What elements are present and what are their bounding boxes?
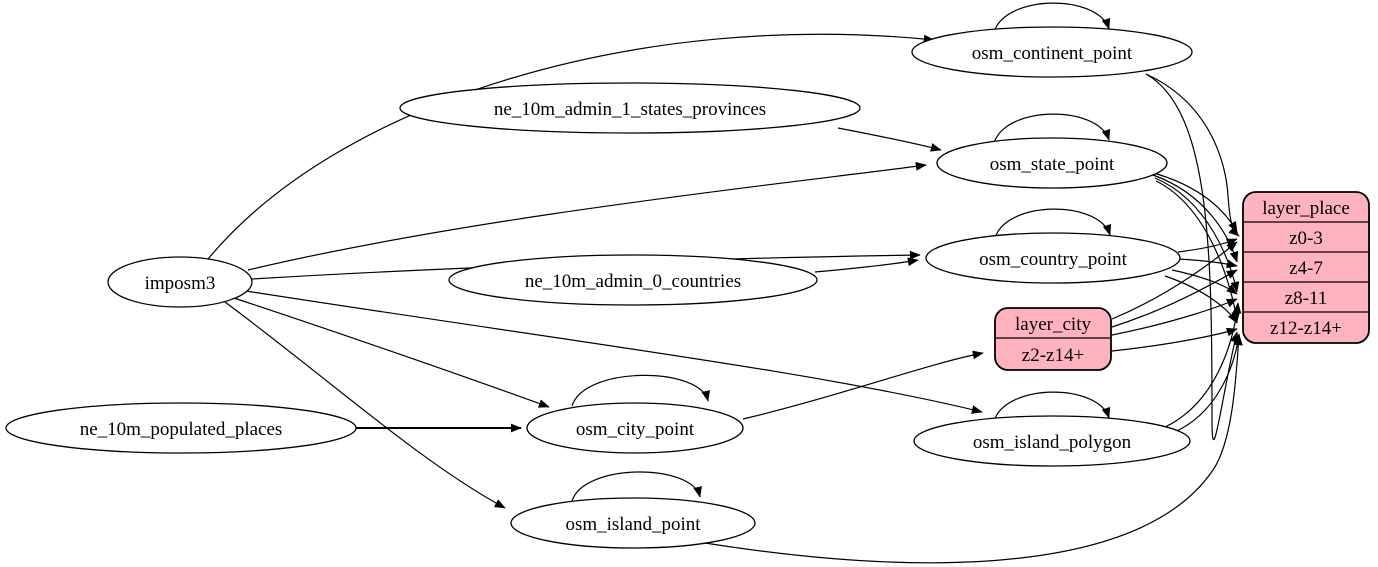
node-ne_10m_admin_1_states_provinces: ne_10m_admin_1_states_provinces — [399, 82, 861, 134]
selfloop-osm_state_point — [993, 113, 1111, 144]
edge-imposm3-osm_continent_point — [207, 33, 935, 260]
node-osm_state_point-shape — [936, 137, 1168, 189]
selfloop-osm_island_point — [571, 471, 702, 502]
node-osm_city_point-shape — [526, 402, 744, 454]
edge-imposm3-osm_state_point — [247, 162, 927, 271]
node-osm_country_point-shape — [925, 232, 1181, 284]
node-ne_10m_populated_places: ne_10m_populated_places — [5, 402, 357, 454]
node-osm_island_polygon-label: osm_island_polygon — [973, 432, 1132, 453]
selfloop-osm_continent_point — [993, 2, 1111, 33]
record-layer_place-title: layer_place — [1262, 198, 1350, 219]
node-osm_island_polygon: osm_island_polygon — [913, 415, 1191, 467]
selfloop-osm_country_point — [994, 208, 1112, 239]
record-layer_place-row-z8-11: z8-11 — [1285, 288, 1328, 309]
edge-osm_island_point-layer_place-z12-z14 — [704, 334, 1243, 564]
record-layer_city: layer_city z2-z14+ — [994, 307, 1112, 371]
record-layer_place-row-z12-z14: z12-z14+ — [1270, 318, 1342, 339]
node-osm_city_point-label: osm_city_point — [576, 419, 695, 440]
edge-group — [207, 2, 1243, 564]
node-ne_10m_populated_places-label: ne_10m_populated_places — [80, 419, 283, 440]
edge-osm_city_point-layer_city-z2-z14 — [742, 350, 984, 420]
node-osm_island_polygon-shape — [913, 415, 1191, 467]
node-ne_10m_admin_0_countries-label: ne_10m_admin_0_countries — [525, 271, 741, 292]
node-ne_10m_admin_1_states_provinces-shape — [399, 82, 861, 134]
edge-osm_island_polygon-layer_place-z8-11 — [1162, 302, 1242, 429]
record-layer_city-row-z2-z14: z2-z14+ — [1022, 345, 1084, 366]
node-osm_island_point-shape — [510, 497, 756, 549]
node-imposm3-shape — [107, 256, 253, 308]
node-osm_continent_point-shape — [911, 26, 1193, 78]
node-imposm3-label: imposm3 — [145, 273, 216, 294]
edge-osm_state_point-layer_place-z4-7 — [1152, 174, 1239, 263]
selfloop-osm_island_polygon — [993, 391, 1111, 422]
node-osm_country_point: osm_country_point — [925, 232, 1181, 284]
edge-imposm3-osm_city_point — [233, 297, 550, 408]
node-osm_continent_point: osm_continent_point — [911, 26, 1193, 78]
edge-imposm3-osm_island_point — [224, 301, 506, 509]
edge-layer_city-layer_place-z4-7 — [1111, 269, 1238, 328]
edge-ne_10m_admin_1_states_provinces-osm_state_point — [837, 127, 942, 152]
record-layer_city-box — [994, 307, 1112, 371]
record-layer_city-title: layer_city — [1015, 314, 1091, 335]
edge-osm_country_point-layer_place-z12-z14 — [1164, 275, 1238, 324]
record-layer_place-row-z4-7: z4-7 — [1289, 258, 1323, 279]
record-layer_place: layer_place z0-3 z4-7 z8-11 z12-z14+ — [1242, 191, 1370, 344]
record-layer_place-row-z0-3: z0-3 — [1289, 228, 1323, 249]
node-imposm3: imposm3 — [107, 256, 253, 308]
node-osm_state_point-label: osm_state_point — [990, 154, 1115, 175]
edge-osm_country_point-layer_place-z0-3 — [1177, 238, 1238, 253]
node-osm_city_point: osm_city_point — [526, 402, 744, 454]
node-osm_island_point: osm_island_point — [510, 497, 756, 549]
edge-layer_city-layer_place-z12-z14-b — [1111, 327, 1238, 352]
edge-imposm3-osm_island_polygon — [245, 290, 983, 414]
edge-osm_island_polygon-layer_place-z12-z14 — [1171, 333, 1243, 434]
node-osm_state_point: osm_state_point — [936, 137, 1168, 189]
node-osm_country_point-label: osm_country_point — [979, 249, 1127, 270]
edge-layer_city-layer_place-z0-3 — [1111, 241, 1238, 320]
node-osm_island_point-label: osm_island_point — [565, 514, 701, 535]
node-ne_10m_admin_1_states_provinces-label: ne_10m_admin_1_states_provinces — [494, 99, 766, 120]
node-osm_continent_point-label: osm_continent_point — [972, 43, 1133, 64]
edge-layer_city-layer_place-z8-11 — [1111, 298, 1238, 336]
edge-osm_country_point-layer_place-z8-11 — [1171, 269, 1238, 295]
selfloop-osm_city_point — [571, 374, 710, 407]
edge-ne_10m_admin_0_countries-osm_country_point — [814, 257, 919, 273]
edge-osm_state_point-layer_place-z0-3 — [1149, 171, 1238, 233]
edge-osm_state_point-layer_place-z8-11 — [1154, 177, 1240, 293]
node-ne_10m_admin_0_countries: ne_10m_admin_0_countries — [448, 254, 818, 306]
edge-osm_country_point-layer_place-z4-7 — [1178, 258, 1238, 269]
node-ne_10m_populated_places-shape — [5, 402, 357, 454]
node-ne_10m_admin_0_countries-shape — [448, 254, 818, 306]
record-layer_place-box — [1242, 191, 1370, 344]
